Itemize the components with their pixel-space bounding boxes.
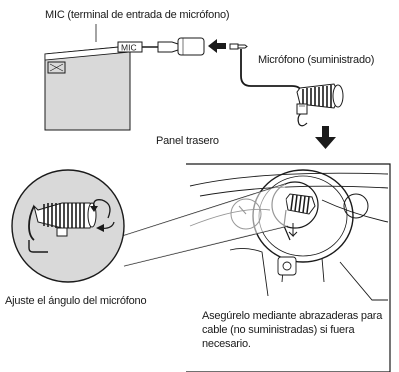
microphone-supplied-illustration xyxy=(296,83,344,115)
arrow-down-icon xyxy=(315,126,336,149)
rear-panel-label: Panel trasero xyxy=(156,135,219,147)
arrow-left-icon xyxy=(208,39,226,53)
gauge-right xyxy=(343,193,369,219)
mic-jack-plate-label: MIC xyxy=(121,43,137,53)
rear-panel-unit xyxy=(44,45,131,131)
rotate-icon xyxy=(93,199,111,219)
secure-note-text: Asegúrelo mediante abrazaderas para cabl… xyxy=(202,310,383,350)
rear-panel-port xyxy=(47,61,66,74)
mic-terminal-label: MIC (terminal de entrada de micrófono) xyxy=(45,9,230,21)
mic-jack-socket xyxy=(157,41,179,53)
adjust-angle-label: Ajuste el ángulo del micrófono xyxy=(5,295,147,307)
mic-jack-connector: MIC xyxy=(117,37,205,56)
microphone-supplied-label: Micrófono (suministrado) xyxy=(258,54,375,66)
angle-adjust-zoom-circle xyxy=(11,169,125,283)
